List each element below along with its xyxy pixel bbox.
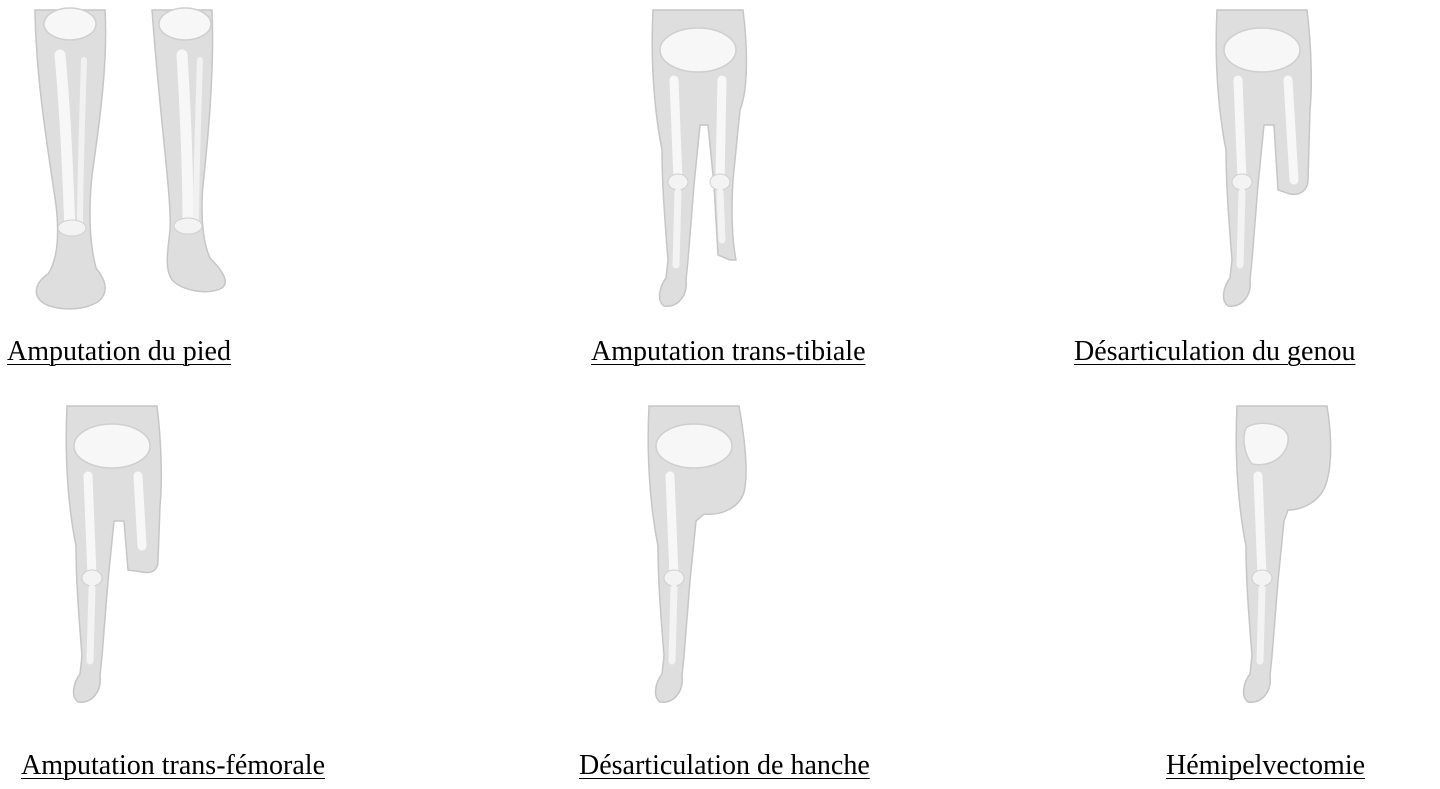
caption-transtibial-amputation[interactable]: Amputation trans-tibiale	[591, 336, 866, 368]
caption-hemipelvectomy[interactable]: Hémipelvectomie	[1166, 750, 1365, 782]
body-knee-disarticulation-icon	[960, 0, 1440, 394]
amputation-card-knee-disarticulation[interactable]: Désarticulation du genou	[960, 0, 1440, 394]
caption-hip-disarticulation[interactable]: Désarticulation de hanche	[579, 750, 870, 782]
caption-knee-disarticulation[interactable]: Désarticulation du genou	[1074, 336, 1355, 368]
body-hip-disarticulation-icon	[480, 394, 960, 788]
body-transfemoral-icon	[0, 394, 480, 788]
amputation-card-transfemoral[interactable]: Amputation trans-fémorale	[0, 394, 480, 788]
caption-foot-amputation[interactable]: Amputation du pied	[7, 336, 231, 368]
amputation-card-hemipelvectomy[interactable]: Hémipelvectomie	[960, 394, 1440, 788]
body-transtibial-icon	[480, 0, 960, 394]
caption-transfemoral-amputation[interactable]: Amputation trans-fémorale	[21, 750, 325, 782]
amputation-card-transtibial[interactable]: Amputation trans-tibiale	[480, 0, 960, 394]
body-hemipelvectomy-icon	[960, 394, 1440, 788]
amputation-card-hip-disarticulation[interactable]: Désarticulation de hanche	[480, 394, 960, 788]
amputation-card-foot[interactable]: Amputation du pied	[0, 0, 480, 394]
lower-legs-foot-icon	[0, 0, 480, 394]
